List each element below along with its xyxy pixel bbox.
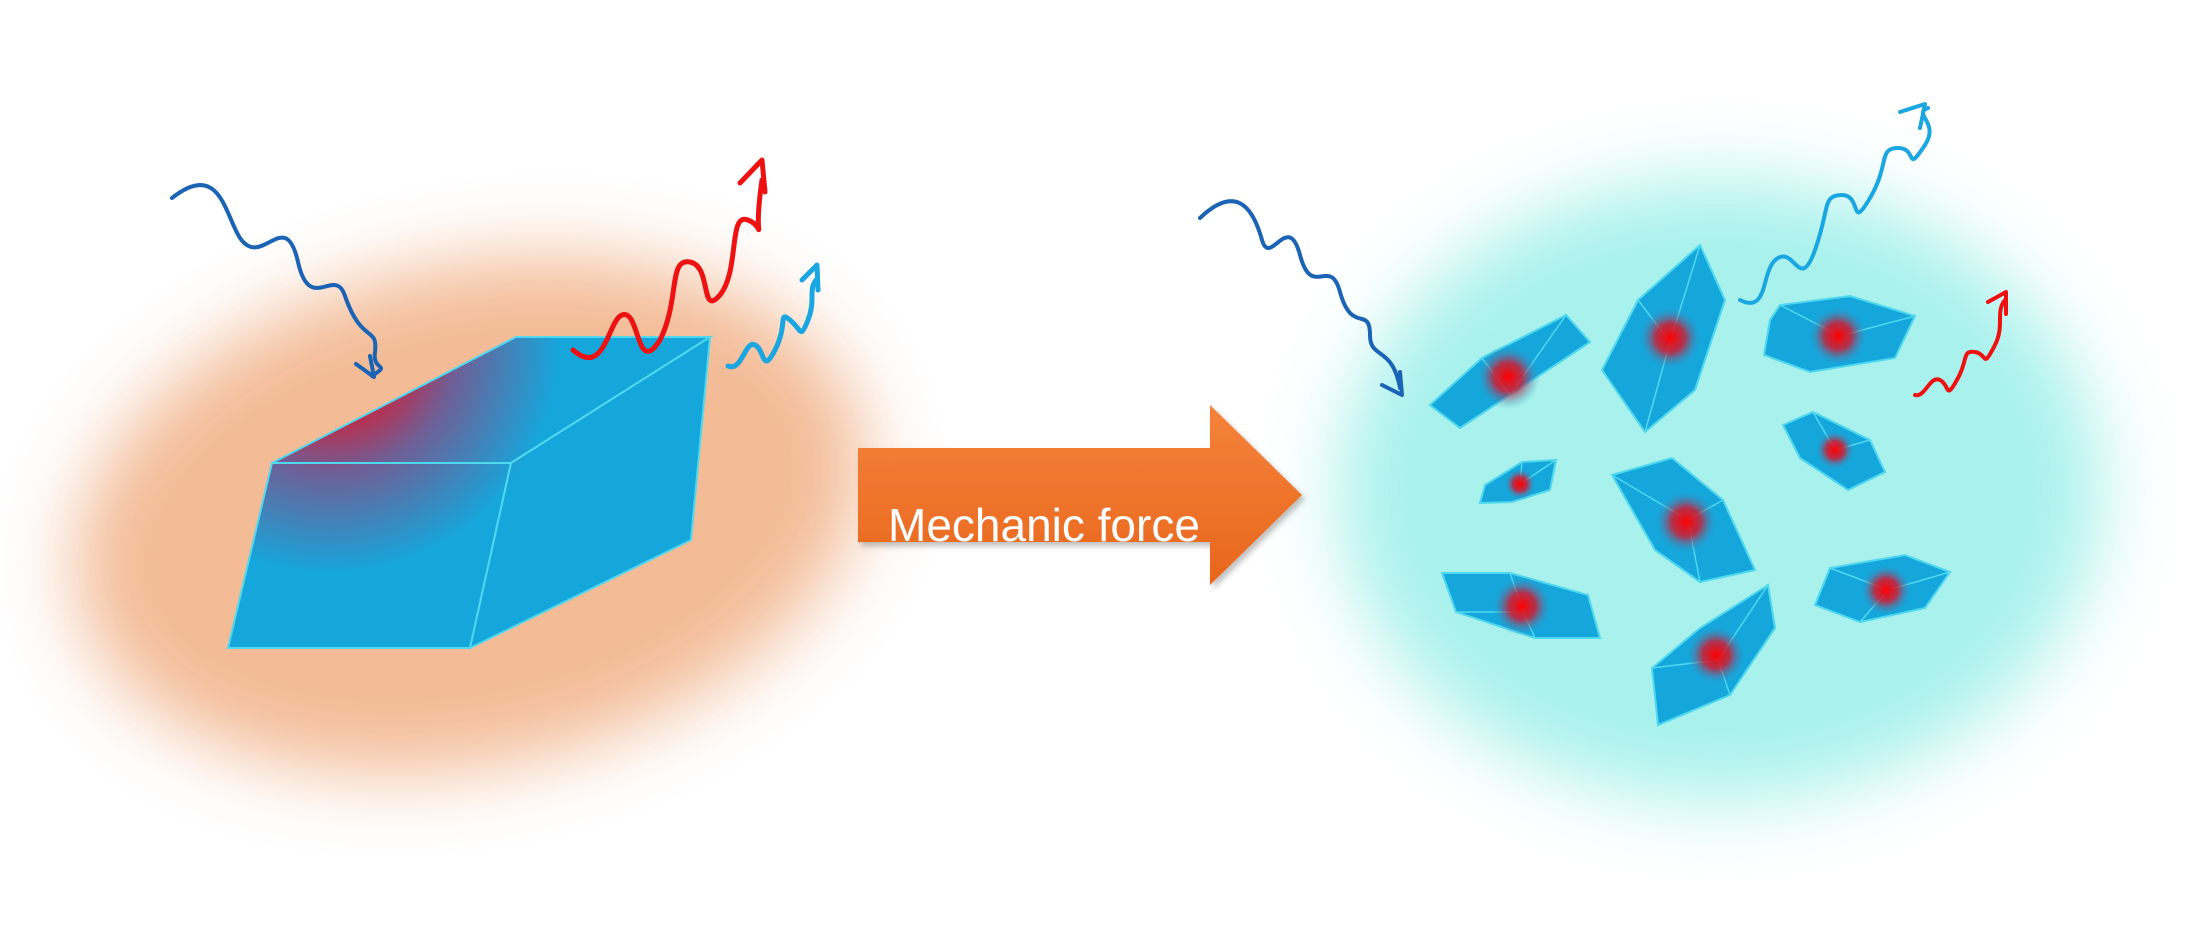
crystal-fragment [1781,410,1887,492]
mechanic-force-arrow [858,405,1302,585]
crystal-fragment [1762,294,1917,374]
crystal-fragment [1813,553,1952,624]
crystal-fragment [1428,313,1592,430]
large-crystal [226,335,714,650]
crystal-fragment [1610,456,1757,584]
wavy-arrow-icon [170,183,383,379]
wavy-arrow-icon [725,262,821,370]
crystal-fragment [1440,572,1602,639]
wavy-arrow-icon [1913,290,2008,398]
crystal-fragment [1600,243,1727,434]
crystal-fragment [1650,583,1777,727]
crystal-fragment [1478,458,1558,505]
cyan-glow [1340,180,2100,800]
wavy-arrow-icon [1738,102,1932,305]
wavy-arrow-icon [570,157,768,361]
wavy-arrow-icon [1198,199,1404,397]
